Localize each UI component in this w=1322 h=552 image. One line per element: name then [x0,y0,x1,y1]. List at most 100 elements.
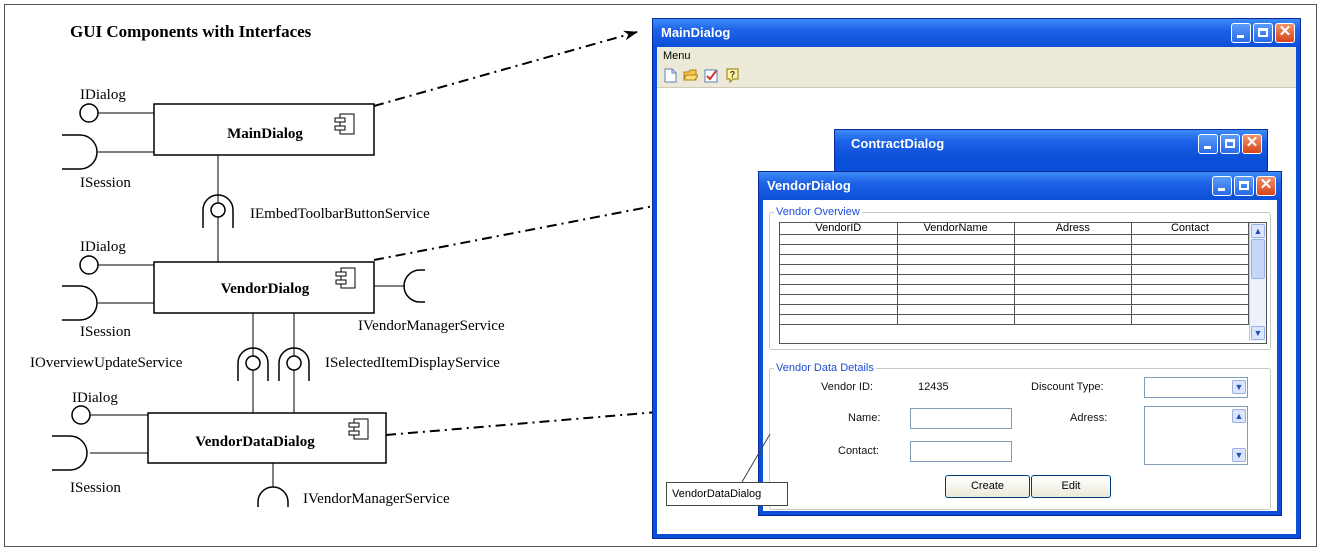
menu-item[interactable]: Menu [663,50,691,62]
scroll-down-icon[interactable]: ▼ [1232,448,1246,462]
column-header[interactable]: VendorName [897,223,1015,235]
diagram-title: GUI Components with Interfaces [70,22,312,41]
address-label: Adress: [1070,412,1108,424]
maximize-icon [1225,139,1235,148]
scroll-up-icon[interactable]: ▲ [1251,224,1265,238]
table-row[interactable] [780,244,1250,255]
vendor-id-label: Vendor ID: [821,381,873,393]
vendor-dialog-window[interactable]: VendorDialog ✕ Vendor Overview VendorID … [758,171,1282,516]
minimize-button[interactable] [1231,23,1251,43]
component-label-vendor: VendorDialog [221,281,310,297]
interface-idialog-vendordata: IDialog [71,390,148,425]
discount-type-label: Discount Type: [1031,381,1104,393]
group-legend: Vendor Data Details [776,362,874,374]
interface-idialog-main: IDialog [79,87,154,123]
vendordata-callout: VendorDataDialog [666,482,788,506]
address-textarea[interactable]: ▲ ▼ [1144,406,1248,465]
table-row[interactable] [780,234,1250,245]
close-button[interactable]: ✕ [1256,176,1276,196]
open-folder-icon[interactable] [683,68,698,83]
component-vendor-dialog: VendorDialog [153,261,375,314]
help-icon[interactable]: ? [725,68,740,83]
figure-frame [4,4,1317,547]
component-icon [335,267,356,289]
window-controls: ✕ [1198,134,1262,154]
table-row[interactable] [780,274,1250,285]
interface-vendor-manager-right: IVendorManagerService [358,269,505,334]
close-button[interactable]: ✕ [1242,134,1262,154]
interface-embed-toolbar: IEmbedToolbarButtonService [202,155,430,262]
table-row[interactable] [780,254,1250,265]
maximize-icon [1258,28,1268,37]
maximize-button[interactable] [1253,23,1273,43]
column-header[interactable]: Contact [1131,223,1250,235]
interface-selected-item: ISelectedItemDisplayService [278,313,500,413]
label-idialog: IDialog [80,239,126,255]
scroll-thumb[interactable] [1251,239,1265,279]
checklist-icon[interactable] [704,68,719,83]
discount-type-select[interactable]: ▼ [1144,377,1248,398]
vendor-table[interactable]: VendorID VendorName Adress Contact [779,222,1267,344]
label-vendor-manager: IVendorManagerService [303,491,450,507]
interface-overview-update: IOverviewUpdateService [30,313,269,413]
minimize-icon [1204,146,1211,149]
label-isession: ISession [80,175,131,191]
label-vendor-manager: IVendorManagerService [358,318,505,334]
minimize-button[interactable] [1212,176,1232,196]
label-idialog: IDialog [80,87,126,103]
component-vendordata-dialog: VendorDataDialog [147,412,387,464]
component-label-main: MainDialog [227,126,303,142]
group-legend: Vendor Overview [776,206,860,218]
close-icon: ✕ [1278,23,1292,40]
label-isession: ISession [70,480,121,496]
contact-input[interactable] [910,441,1012,462]
label-isession: ISession [80,324,131,340]
interface-vendor-manager-bottom: IVendorManagerService [257,463,450,507]
table-row[interactable] [780,294,1250,305]
label-overview-update: IOverviewUpdateService [30,355,183,371]
vendor-id-value: 12435 [918,381,949,393]
table-scrollbar[interactable]: ▲ ▼ [1249,223,1266,341]
toolbar: ? [657,65,1296,88]
close-button[interactable]: ✕ [1275,23,1295,43]
new-document-icon[interactable] [663,68,678,83]
contact-label: Contact: [838,445,879,457]
mapping-arrow-vendordata [385,400,753,436]
create-button[interactable]: Create [945,475,1030,498]
contract-dialog-titlebar[interactable]: ContractDialog [835,130,1267,158]
interface-idialog-vendor: IDialog [79,239,154,275]
minimize-button[interactable] [1198,134,1218,154]
contract-dialog-window[interactable]: ContractDialog ✕ [834,129,1268,174]
interface-isession-vendor: ISession [62,285,154,340]
maximize-button[interactable] [1220,134,1240,154]
window-controls: ✕ [1212,176,1276,196]
name-label: Name: [848,412,881,424]
maximize-button[interactable] [1234,176,1254,196]
label-selected-item: ISelectedItemDisplayService [325,355,500,371]
vendor-dialog-titlebar[interactable]: VendorDialog [759,172,1281,200]
edit-button[interactable]: Edit [1031,475,1111,498]
table-row[interactable] [780,264,1250,275]
window-controls: ✕ [1231,23,1295,43]
window-title: VendorDialog [767,178,851,193]
scroll-up-icon[interactable]: ▲ [1232,409,1246,423]
close-icon: ✕ [1245,134,1259,151]
table-row[interactable] [780,284,1250,295]
maximize-icon [1239,181,1249,190]
name-input[interactable] [910,408,1012,429]
column-header[interactable]: Adress [1014,223,1132,235]
main-dialog-titlebar[interactable]: MainDialog [653,19,1300,47]
vendor-details-group: Vendor Data Details [769,362,1271,510]
label-idialog: IDialog [72,390,118,406]
chevron-down-icon[interactable]: ▼ [1232,380,1246,394]
svg-text:?: ? [730,70,736,80]
component-label-vendordata: VendorDataDialog [195,434,315,450]
table-row[interactable] [780,304,1250,315]
column-header[interactable]: VendorID [780,223,898,235]
vendor-dialog-client: Vendor Overview VendorID VendorName Adre… [763,200,1277,511]
interface-isession-vendordata: ISession [52,435,148,496]
table-row[interactable] [780,314,1250,325]
scroll-down-icon[interactable]: ▼ [1251,326,1265,340]
window-title: MainDialog [661,25,731,40]
